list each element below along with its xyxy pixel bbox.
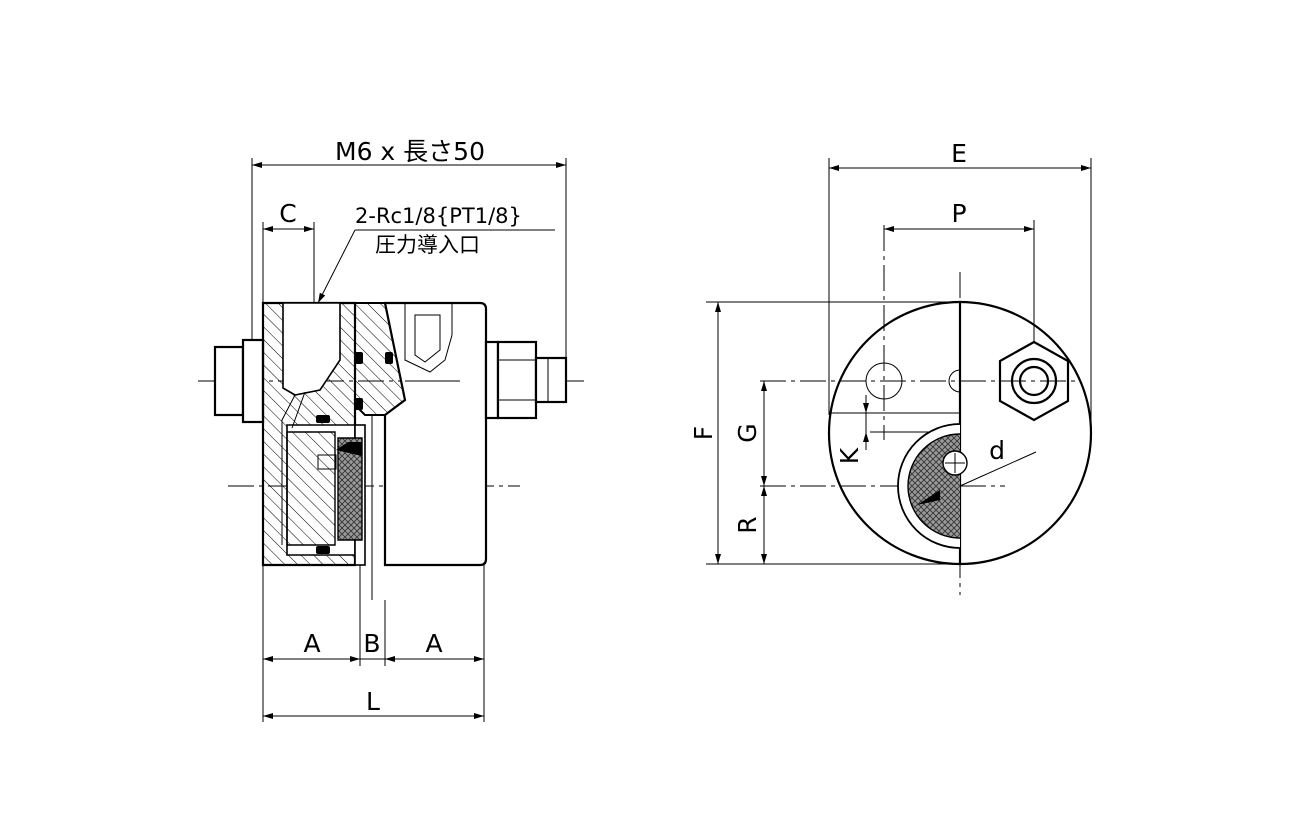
dim-l-label: L <box>366 687 380 716</box>
dim-d-label: d <box>989 436 1005 465</box>
dim-e-label: E <box>951 139 967 168</box>
front-view: E P F G R K d <box>689 139 1093 595</box>
right-housing <box>383 301 488 567</box>
dim-c-label: C <box>279 199 296 228</box>
dim-b-label: B <box>363 629 380 658</box>
dim-k-label: K <box>835 447 864 464</box>
left-fitting <box>213 338 265 424</box>
port-note-title: 圧力導入口 <box>375 233 480 257</box>
dim-r-label: R <box>733 516 762 533</box>
side-view: M6 x 長さ50 C 2-Rc1/8{PT1/8} 圧力導入口 A B A L <box>198 137 585 722</box>
dim-p-label: P <box>951 199 966 228</box>
dim-a-left-label: A <box>303 629 320 658</box>
right-fitting <box>484 340 568 420</box>
front-hex-nut <box>998 340 1070 422</box>
dim-f-label: F <box>689 426 718 440</box>
dim-a-right-label: A <box>425 629 442 658</box>
dim-m6-length: M6 x 長さ50 <box>335 137 485 166</box>
dim-g-label: G <box>733 423 762 442</box>
port-note-spec: 2-Rc1/8{PT1/8} <box>355 204 522 228</box>
